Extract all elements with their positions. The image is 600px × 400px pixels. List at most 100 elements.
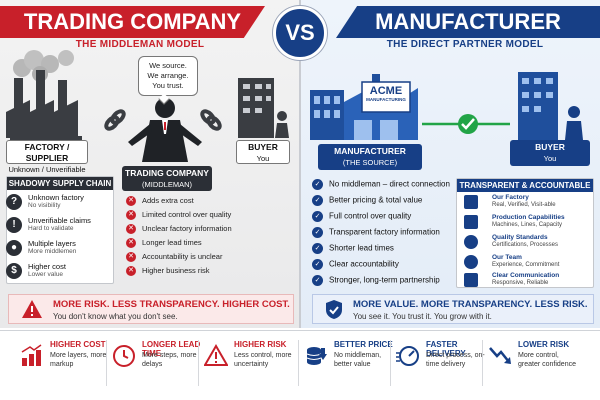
ta-item-title: Clear Communication [492,272,560,279]
office-building-icon [238,78,289,138]
chart-icon [464,215,478,229]
x-icon: ✕ [126,238,136,249]
chain-link-icon [104,109,222,131]
cost-up-icon [21,344,42,366]
risk-warning-icon [204,344,228,366]
bottom-item: HIGHER COST More layers, more markup [20,340,116,390]
acme-sign-sub: MANUFACTURING [366,97,406,102]
center-divider [299,0,301,328]
ta-item-title: Our Team [492,254,522,261]
chain-item-title: Unknown factory [28,193,84,202]
source-sublabel: (THE SOURCE) [342,158,398,167]
benefit-item: ✓No middleman – direct connection [312,179,450,191]
bottom-item: BETTER PRICE No middleman, better value [304,340,400,390]
x-icon: ✕ [126,210,136,221]
risk-alert-title: MORE RISK. LESS TRANSPARENCY. HIGHER COS… [53,299,290,310]
benefit-item: ✓Transparent factory information [312,227,440,239]
ta-item-title: Production Capabilities [492,214,565,221]
ta-item: Quality Standards Certifications, Proces… [464,234,590,254]
factory-icon [6,70,82,140]
transparent-accountable-panel: TRANSPARENT & ACCOUNTABLE [456,178,594,288]
ta-item-sub: Machines, Lines, Capacity [492,222,563,228]
chain-item-sub: Hard to validate [28,225,74,232]
bottom-item-sub: More steps, more delays [142,352,197,368]
value-alert-banner: MORE VALUE. MORE TRANSPARENCY. LESS RISK… [312,294,594,324]
people-icon: ● [6,240,22,256]
x-icon: ✕ [126,196,136,207]
ta-item-title: Our Factory [492,194,529,201]
check-icon [458,114,478,134]
value-alert-sub: You see it. You trust it. You grow with … [353,312,492,321]
chain-item-title: Higher cost [28,262,66,271]
bottom-item-title: HIGHER RISK [234,340,287,349]
manufacturer-title: MANUFACTURER [375,9,561,34]
ta-item: Production Capabilities Machines, Lines,… [464,214,590,234]
acme-sign: ACME MANUFACTURING [363,86,409,103]
bottom-item: LONGER LEAD TIME More steps, more delays [112,340,208,390]
risk-alert-sub: You don't know what you don't see. [53,312,178,321]
bottom-item-sub: Less control, more uncertainty [234,352,292,368]
buyer-building-icon [518,72,583,142]
manufacturing-plant-icon [310,74,418,140]
buyer-sublabel: You [256,154,270,163]
chain-item-sub: More middlemen [28,248,77,255]
risk-item: ✕Unclear factory information [126,224,232,236]
benefit-text: Better pricing & total value [329,195,423,205]
bottom-item-sub: More layers, more markup [50,352,107,368]
benefit-item: ✓Full control over quality [312,211,411,223]
shield-check-icon [326,300,342,319]
check-icon: ✓ [312,243,323,254]
dollar-icon: $ [6,263,22,279]
x-icon: ✕ [126,252,136,263]
right-illustration [310,72,583,142]
speech-bubble: We source. We arrange. You trust. [138,56,198,96]
bottom-item: LOWER RISK More control, greater confide… [488,340,584,390]
benefit-text: Shorter lead times [329,243,394,253]
clock-icon [113,345,135,367]
risk-text: Unclear factory information [142,224,232,233]
factory-label: FACTORY / SUPPLIER [24,142,70,163]
bottom-item: HIGHER RISK Less control, more uncertain… [204,340,300,390]
risk-item: ✕Higher business risk [126,266,210,278]
speech-line: We arrange. [147,71,189,80]
trading-company-title: TRADING COMPANY [23,9,242,34]
acme-sign-name: ACME [369,85,403,97]
risk-item: ✕Accountability is unclear [126,252,222,264]
ta-item-sub: Experience, Commitment [492,262,560,268]
value-alert-title: MORE VALUE. MORE TRANSPARENCY. LESS RISK… [353,299,588,310]
warning-icon: ! [6,217,22,233]
warning-triangle-icon [22,300,42,318]
speech-line: You trust. [152,81,184,90]
bottom-comparison-strip [0,330,600,400]
bottom-separator [298,340,299,386]
bottom-item-sub: No middleman, better value [334,352,382,368]
bottom-item-title: HIGHER COST [50,340,106,349]
question-icon: ? [6,194,22,210]
buyer-label-box-right: BUYER You [510,140,590,166]
coins-icon [306,347,327,365]
vs-badge: VS [273,6,327,60]
benefit-item: ✓Clear accountability [312,259,399,271]
benefit-text: Full control over quality [329,211,412,221]
factory-icon [464,195,478,209]
x-icon: ✕ [126,266,136,277]
ta-item: Our Factory Real, Verified, Visit-able [464,194,590,214]
bottom-item-sub: Direct process, on-time delivery [426,352,485,368]
bottom-item-title: BETTER PRICE [334,340,393,349]
bottom-item: FASTER DELIVERY Direct process, on-time … [396,340,492,390]
trading-company-title-banner: TRADING COMPANY [0,6,265,38]
bottom-item-sub: More control, greater confidence [518,352,576,368]
ta-item-sub: Responsive, Reliable [492,280,549,286]
bottom-separator [390,340,391,386]
benefit-text: Stronger, long-term partnership [329,275,440,285]
factory-label-box: FACTORY / SUPPLIER Unknown / Unverifiabl… [6,140,88,174]
bottom-separator [198,340,199,386]
middleman-label-box: TRADING COMPANY (MIDDLEMAN) [122,166,212,191]
chain-item: ● Multiple layers More middlemen [6,238,131,260]
benefit-item: ✓Stronger, long-term partnership [312,275,440,287]
chain-item-title: Unverifiable claims [28,216,91,225]
bottom-separator [106,340,107,386]
ta-item: Clear Communication Responsive, Reliable [464,272,590,292]
risk-down-icon [489,347,511,364]
risk-text: Longer lead times [142,238,202,247]
